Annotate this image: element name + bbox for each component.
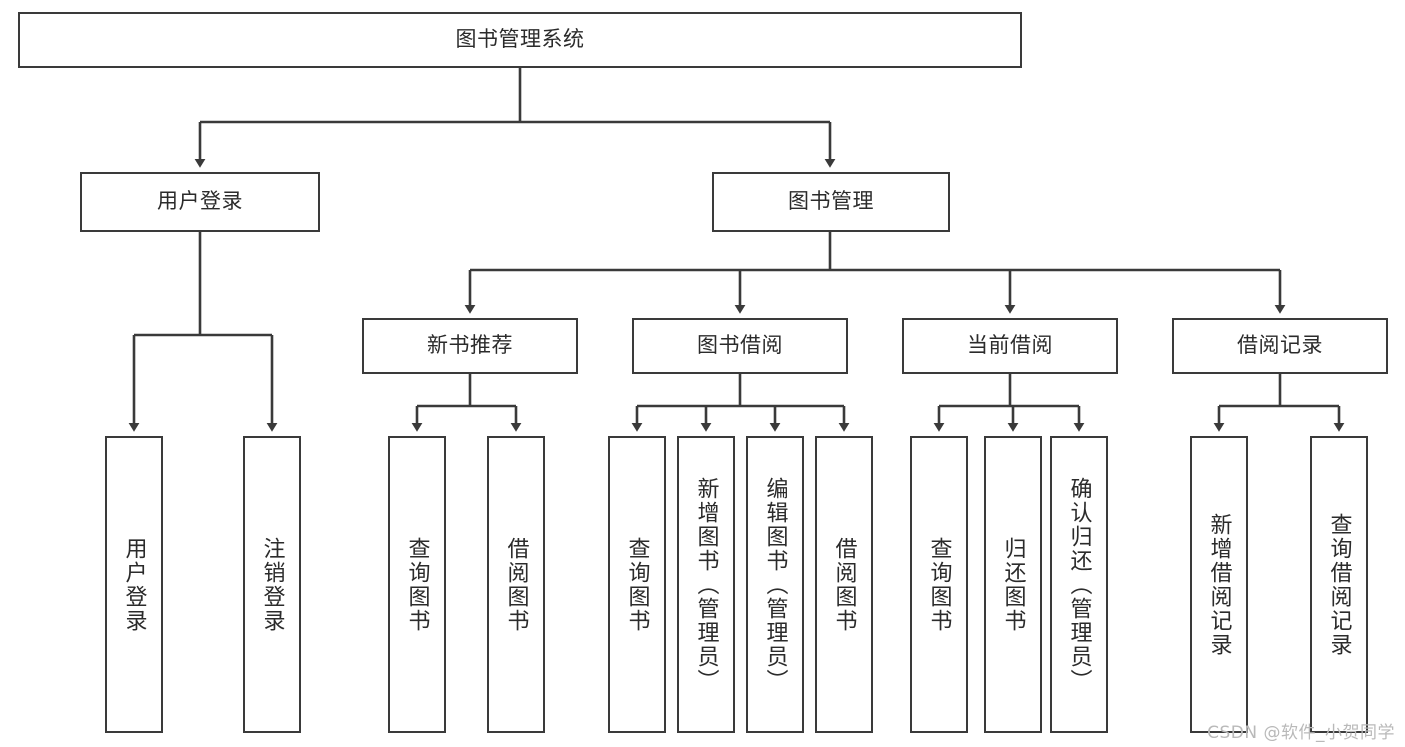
node-new-book-recommend-label: 新书推荐 [427,333,513,358]
leaf-query-record-label: 查询借阅记录 [1326,512,1352,657]
node-book-manage-label: 图书管理 [788,189,874,214]
node-borrow-record[interactable]: 借阅记录 [1172,318,1388,374]
leaf-borrow-book-a[interactable]: 借阅图书 [487,436,545,733]
leaf-user-login-label: 用户登录 [121,536,147,633]
leaf-add-record[interactable]: 新增借阅记录 [1190,436,1248,733]
node-current-borrow[interactable]: 当前借阅 [902,318,1118,374]
leaf-edit-book[interactable]: 编辑图书（管理员） [746,436,804,733]
leaf-user-logout-label: 注销登录 [259,536,285,633]
node-current-borrow-label: 当前借阅 [967,333,1053,358]
leaf-borrow-book-a-label: 借阅图书 [503,536,529,633]
leaf-query-book-b-label: 查询图书 [624,536,650,633]
leaf-query-book-b[interactable]: 查询图书 [608,436,666,733]
node-new-book-recommend[interactable]: 新书推荐 [362,318,578,374]
node-user-login-label: 用户登录 [157,189,243,214]
node-root[interactable]: 图书管理系统 [18,12,1022,68]
leaf-return-book-label: 归还图书 [1000,536,1026,633]
leaf-borrow-book-b-label: 借阅图书 [831,536,857,633]
leaf-query-record[interactable]: 查询借阅记录 [1310,436,1368,733]
leaf-confirm-return-label: 确认归还（管理员） [1066,476,1092,693]
leaf-user-login[interactable]: 用户登录 [105,436,163,733]
leaf-add-book-label: 新增图书（管理员） [693,476,719,693]
leaf-add-book[interactable]: 新增图书（管理员） [677,436,735,733]
leaf-borrow-book-b[interactable]: 借阅图书 [815,436,873,733]
leaf-user-logout[interactable]: 注销登录 [243,436,301,733]
leaf-query-book-c-label: 查询图书 [926,536,952,633]
leaf-edit-book-label: 编辑图书（管理员） [762,476,788,693]
leaf-query-book-c[interactable]: 查询图书 [910,436,968,733]
node-book-borrow-label: 图书借阅 [697,333,783,358]
leaf-return-book[interactable]: 归还图书 [984,436,1042,733]
leaf-confirm-return[interactable]: 确认归还（管理员） [1050,436,1108,733]
node-root-label: 图书管理系统 [455,27,585,52]
node-user-login[interactable]: 用户登录 [80,172,320,232]
watermark: CSDN @软件_小贺同学 [1207,723,1395,743]
leaf-add-record-label: 新增借阅记录 [1206,512,1232,657]
node-borrow-record-label: 借阅记录 [1237,333,1323,358]
leaf-query-book-a-label: 查询图书 [404,536,430,633]
leaf-query-book-a[interactable]: 查询图书 [388,436,446,733]
node-book-borrow[interactable]: 图书借阅 [632,318,848,374]
node-book-manage[interactable]: 图书管理 [712,172,950,232]
